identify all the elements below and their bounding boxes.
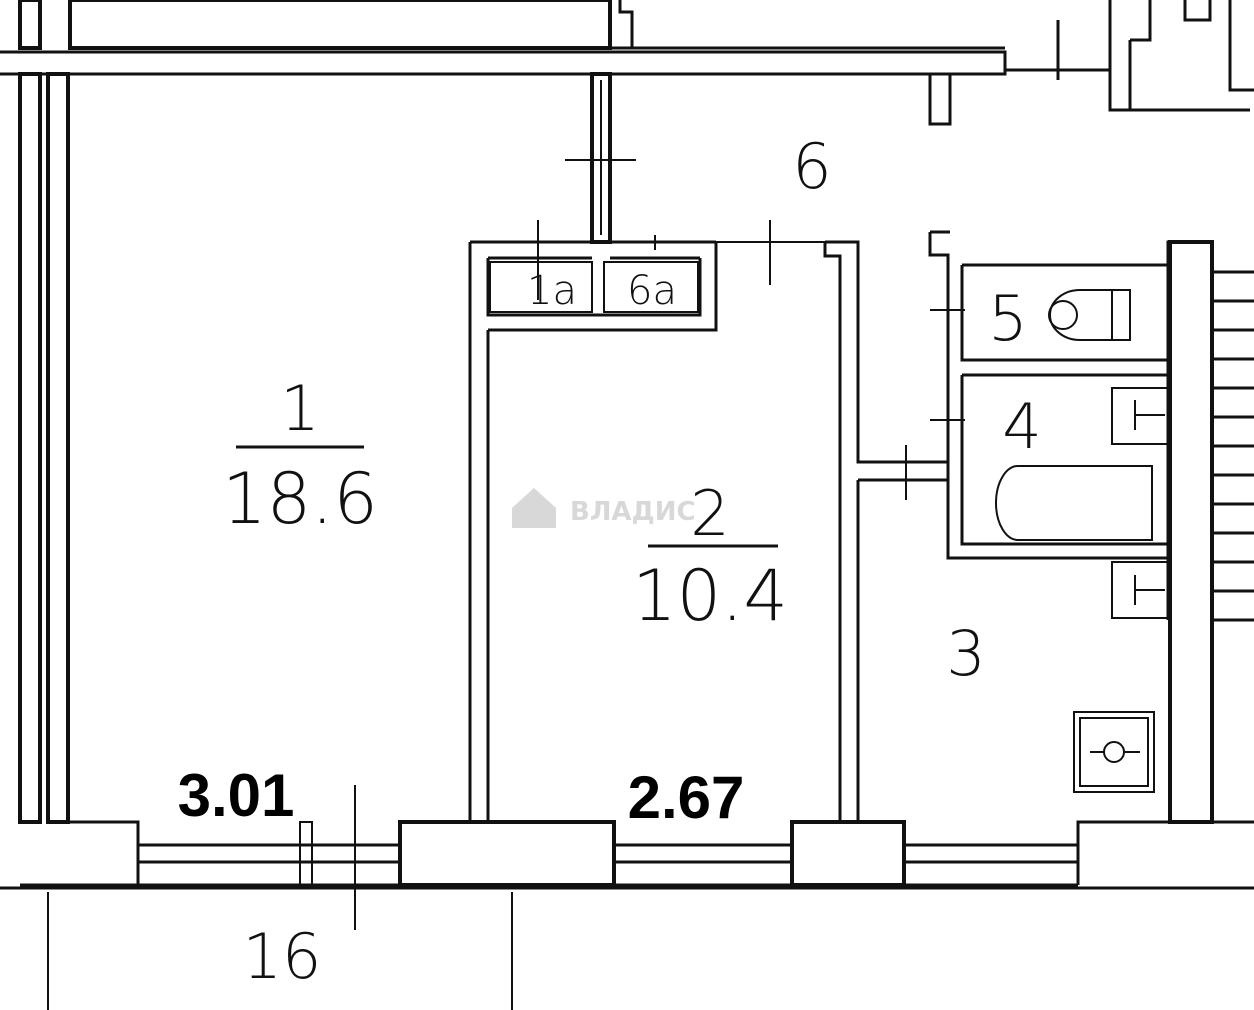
room-1-area: 18.6 [222,458,378,540]
dimension-window-middle: 2.67 [628,764,745,831]
room-1-number: 1 [280,372,319,445]
bottom-wall [0,785,1254,1010]
partition-top [565,72,636,244]
room-5-number: 5 [988,282,1027,355]
toilet-icon [1048,289,1131,341]
house-logo-icon [512,488,556,528]
left-walls [18,72,70,824]
dimension-window-left: 3.01 [178,762,295,829]
room-3-number: 3 [946,617,985,690]
closet-1a-label: 1а [527,268,577,314]
dimension-outer: 16 [243,920,322,993]
bathtub-icon [995,387,1169,541]
watermark-text: ВЛАДИС [570,497,696,527]
stairs [1212,270,1254,622]
room-2-walls [468,220,948,822]
stove-icon [1073,711,1155,793]
closets [489,220,699,313]
room-2-number: 2 [690,477,729,550]
closet-6a-label: 6а [627,268,677,314]
room-6-number: 6 [792,130,831,203]
right-wall [1168,240,1254,824]
top-walls [0,0,1254,126]
room-4-number: 4 [1002,390,1041,463]
sink-icon [1111,561,1169,619]
room-2-area: 10.4 [632,555,788,637]
watermark: ВЛАДИС [512,488,696,528]
